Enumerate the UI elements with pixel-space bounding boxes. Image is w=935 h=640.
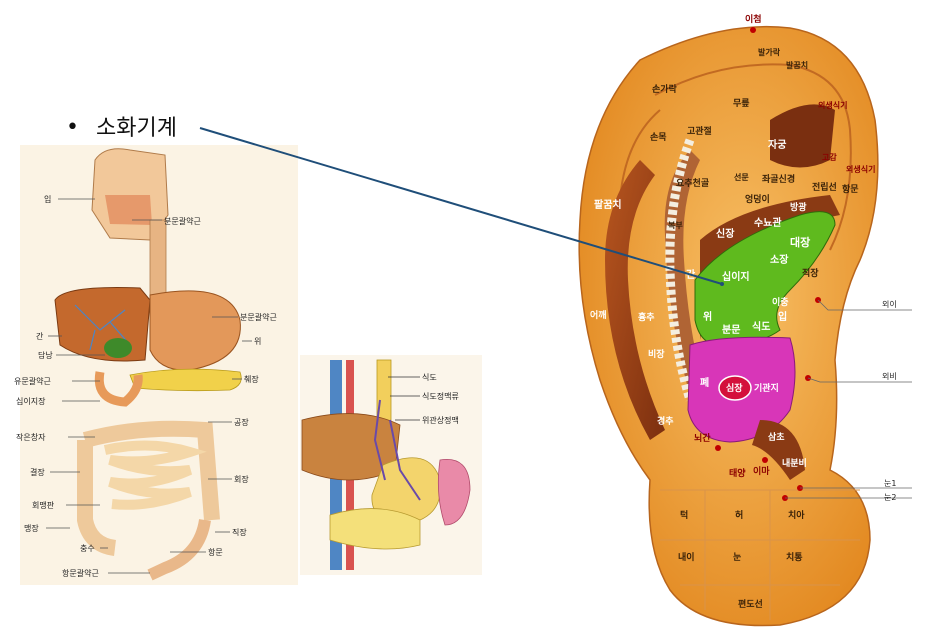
page-title: 소화기계 xyxy=(96,116,177,141)
digestive-label: 직장 xyxy=(232,527,247,537)
ear-top-point: 이첨 xyxy=(745,13,762,25)
ear-zone-label: 발꿈치 xyxy=(786,60,808,70)
ear-zone-label: 치아 xyxy=(788,509,805,521)
ear-zone-label: 엉덩이 xyxy=(745,193,770,205)
ear-zone-label: 이충 xyxy=(772,296,789,308)
ear-zone-label: 전립선 xyxy=(812,181,837,193)
ear-zone-label: 내분비 xyxy=(782,457,807,469)
ear-zone-label: 턱 xyxy=(680,509,688,521)
ear-zone-label: 손목 xyxy=(650,132,667,143)
ear-zone-label: 십이지 xyxy=(722,270,750,283)
digestive-label: 유문괄약근 xyxy=(14,376,51,386)
digestive-label: 항문괄약근 xyxy=(62,568,99,578)
digestive-label: 회맹판 xyxy=(32,500,55,510)
ear-zone-label: 요추천골 xyxy=(676,177,709,189)
ear-zone-label: 폐 xyxy=(700,376,709,389)
ear-map: 이첨 발가락 발꿈치 손가락 외생식기 무릎 고관절 손목 자궁 요추천골 선문… xyxy=(578,13,912,627)
ear-zone-label: 식도 xyxy=(752,320,770,333)
ear-outer-label: 외이 xyxy=(882,299,897,309)
ear-zone-label: 항문 xyxy=(842,183,859,195)
ear-zone-label: 수뇨관 xyxy=(754,216,782,229)
ear-zone-label: 심장 xyxy=(726,382,743,394)
digestive-label: 작은창자 xyxy=(16,432,46,442)
ear-zone-label: 분문 xyxy=(722,324,740,336)
ear-zone-label: 자궁 xyxy=(768,138,786,151)
ear-zone-label: 대장 xyxy=(790,235,810,249)
ear-zone-label: 손가락 xyxy=(652,83,678,95)
ear-zone-label: 삼초 xyxy=(768,431,785,443)
ear-zone-label: 편도선 xyxy=(738,598,763,610)
ear-zone-label: 복부 xyxy=(668,220,683,230)
ear-zone-label: 무릎 xyxy=(733,97,750,109)
ear-zone-label: 소장 xyxy=(770,253,789,266)
ear-zone-label: 신장 xyxy=(716,227,735,240)
digestive-label: 췌장 xyxy=(244,374,259,384)
digestive-illustration: 입 분문괄약근 분문괄약근 간 위 담낭 췌장 유문괄약근 십이지장 공장 작은… xyxy=(14,145,298,585)
ear-zone-label: 내이 xyxy=(678,551,695,563)
ear-zone-label: 좌골신경 xyxy=(762,173,795,185)
digestive-label: 위 xyxy=(254,337,261,346)
ear-zone-label: 뇌간 xyxy=(694,432,711,444)
ear-zone-label: 허 xyxy=(735,509,743,521)
ear-zone-label: 입 xyxy=(778,310,787,323)
esophagus-illustration: 식도 식도정맥류 위관상정맥 xyxy=(300,355,482,575)
esophagus-label: 위관상정맥 xyxy=(422,415,459,425)
ear-zone-label: 위 xyxy=(703,310,712,323)
ear-zone-label: 발가락 xyxy=(758,47,781,57)
ear-zone-label: 기관지 xyxy=(754,382,779,394)
digestive-label: 분문괄약근 xyxy=(164,216,201,226)
digestive-label: 간 xyxy=(36,331,44,341)
ear-zone-label: 직장 xyxy=(802,267,819,279)
ear-zone-label: 이마 xyxy=(753,465,770,477)
digestive-label: 담낭 xyxy=(38,350,53,360)
ear-zone-label: 고감 xyxy=(822,152,837,162)
leader-line-end xyxy=(720,282,724,286)
ear-outer-label: 외비 xyxy=(882,371,897,381)
ear-zone-label: 외생식기 xyxy=(818,100,847,110)
ear-outer-label: 눈2 xyxy=(884,493,896,502)
ear-outer-label: 눈1 xyxy=(884,479,896,488)
digestive-label: 충수 xyxy=(80,544,95,553)
ear-zone-label: 치통 xyxy=(786,551,803,563)
ear-zone-label: 태양 xyxy=(729,467,746,479)
digestive-label: 항문 xyxy=(208,548,223,557)
title-leader-line xyxy=(199,127,723,285)
ear-zone-label: 방광 xyxy=(790,201,807,213)
ear-zone-label: 어깨 xyxy=(590,309,607,321)
digestive-label: 맹장 xyxy=(24,523,39,533)
esophagus-label: 식도정맥류 xyxy=(422,391,459,401)
ear-zone-label: 비장 xyxy=(648,348,665,360)
digestive-label: 입 xyxy=(44,195,51,204)
digestive-label: 회장 xyxy=(234,474,249,484)
ear-zone-label: 경추 xyxy=(657,415,674,427)
ear-zone-label: 눈 xyxy=(733,552,741,563)
digestive-label: 십이지장 xyxy=(16,396,46,406)
esophagus-label: 식도 xyxy=(422,373,437,382)
ear-zone-label: 흉추 xyxy=(638,311,655,323)
ear-zone-label: 외생식기 xyxy=(846,164,875,174)
ear-zone-label: 팔꿈치 xyxy=(594,198,622,211)
digestive-label: 분문괄약근 xyxy=(240,312,277,322)
ear-zone-label: 고관절 xyxy=(687,125,712,137)
title-bullet: • xyxy=(66,115,79,140)
digestive-label: 결장 xyxy=(30,467,45,477)
ear-zone-label: 선문 xyxy=(734,172,749,182)
digestive-label: 공장 xyxy=(234,417,249,427)
